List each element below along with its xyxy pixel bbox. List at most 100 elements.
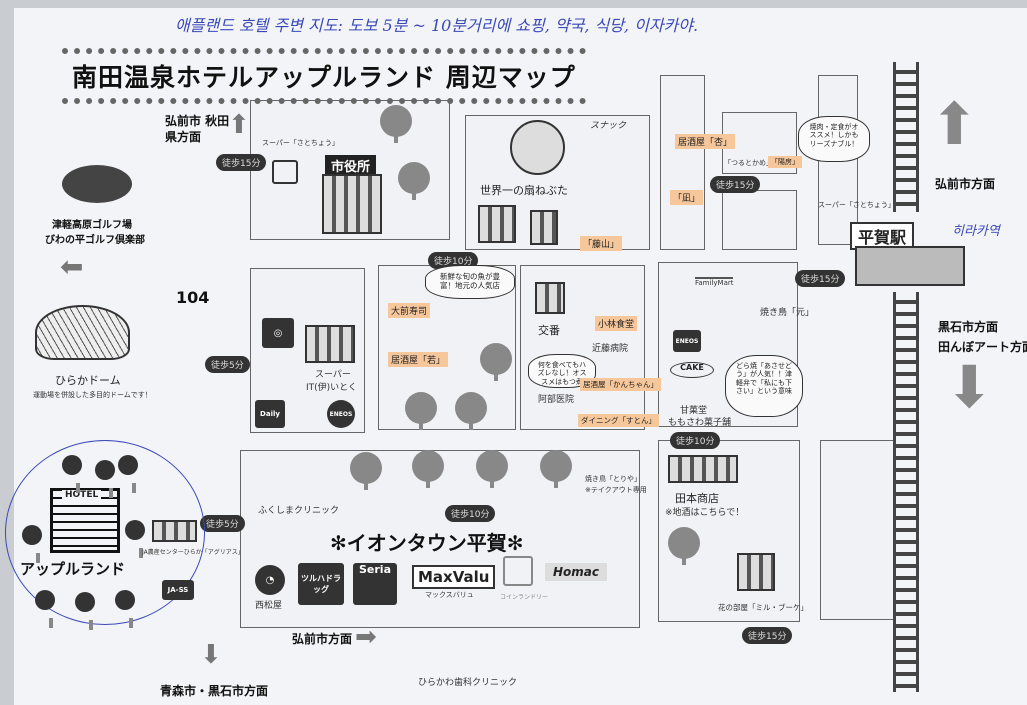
super-label: スーパー xyxy=(315,370,351,380)
ja-ss-logo: JA-SS xyxy=(162,580,194,600)
kanchan-label: 居酒屋「かんちゃん」 xyxy=(580,378,661,391)
tree-icon xyxy=(62,455,82,493)
hotel-circle-annotation xyxy=(5,440,205,625)
torinoya-label: 焼き鳥「とりや」 xyxy=(585,475,641,483)
railway-track-north xyxy=(893,62,919,212)
fukushima-clinic-label: ふくしまクリニック xyxy=(258,506,340,516)
direction-hirosaki-right: 弘前市方面 xyxy=(935,177,996,191)
tree-icon xyxy=(75,592,95,630)
nishimatsuya-label: 西松屋 xyxy=(255,601,283,611)
walk-time-badge: 徒歩5分 xyxy=(200,515,245,532)
eneos-logo: ENEOS xyxy=(327,400,355,428)
hotel-sign: HOTEL xyxy=(62,490,102,500)
arrow-left-icon: ⬅ xyxy=(60,250,84,283)
block-east xyxy=(820,440,900,620)
dome-icon xyxy=(35,305,130,360)
direction-hirosaki-akita: 弘前市 秋田県方面 xyxy=(165,114,230,144)
walk-time-badge: 徒歩10分 xyxy=(445,505,496,522)
arrow-right-icon: ➡ xyxy=(355,622,377,652)
walk-time-badge: 徒歩5分 xyxy=(205,356,250,373)
city-hall-building-icon xyxy=(322,174,382,234)
momosawa-label-a: 甘菓堂 xyxy=(680,406,708,416)
dome-description: 運動場を併設した多目的ドームです！ xyxy=(33,391,152,399)
tree-icon xyxy=(668,527,700,565)
eneos-logo: ENEOS xyxy=(673,330,701,352)
block-narrow xyxy=(660,75,705,250)
laundry-label: コインランドリー xyxy=(500,594,549,601)
tree-icon xyxy=(95,460,115,498)
torinoya-note: ※テイクアウト専用 xyxy=(585,486,647,494)
tree-icon xyxy=(125,520,145,558)
tree-icon xyxy=(350,452,382,490)
laundry-icon xyxy=(503,556,533,586)
nagi-label: 「凪」 xyxy=(670,190,704,205)
tree-icon xyxy=(455,392,487,430)
direction-kuroishi: 黒石市方面 xyxy=(938,320,999,334)
sushi-label: 大前寿司 xyxy=(388,303,431,318)
golf-club-label: びわの平ゴルフ倶楽部 xyxy=(45,235,145,246)
arrow-down-icon: ⬇ xyxy=(945,353,994,421)
arrow-up-icon: ⬆ xyxy=(930,90,979,158)
block-empty xyxy=(722,190,797,250)
block-aeon xyxy=(240,450,640,628)
kondo-label: 近藤病院 xyxy=(592,344,629,354)
maxvalu-logo: MaxValu xyxy=(412,565,496,589)
sushi-speech-bubble: 新鮮な旬の魚が豊富！地元の人気店 xyxy=(425,265,515,299)
direction-hirosaki-bottom: 弘前市方面 xyxy=(292,632,353,646)
walk-time-badge: 徒歩15分 xyxy=(795,270,846,287)
tree-icon xyxy=(22,525,42,563)
itoku-label: IT(伊)いとく xyxy=(306,383,357,393)
koban-label: 交番 xyxy=(538,324,560,337)
tamoto-shop-icon xyxy=(668,455,738,483)
aeon-town-label: ✻イオンタウン平賀✻ xyxy=(330,531,524,555)
tree-icon xyxy=(480,343,512,381)
suton-label: ダイニング「すとん」 xyxy=(578,414,659,427)
arrow-down-small-icon: ⬇ xyxy=(200,640,222,670)
map-title: 南田温泉ホテルアップルランド 周辺マップ xyxy=(62,48,586,104)
tamoto-note: ※地酒はこちらで！ xyxy=(665,508,745,518)
post-office-icon xyxy=(478,205,516,243)
tree-icon xyxy=(540,450,572,488)
nishimatsuya-logo: ◔ xyxy=(255,565,285,595)
station-building-icon xyxy=(855,246,965,286)
yakitori-gen-label: 焼き鳥「元」 xyxy=(760,308,815,318)
pharmacy-icon xyxy=(272,160,298,184)
flower-shop-label: 花の部屋「ミル・ブーケ」 xyxy=(718,603,808,612)
tsuruha-logo: ツルハドラッグ xyxy=(298,563,344,605)
teishoku-speech-bubble: 焼肉・定食がオススメ！しかもリーズナブル！ xyxy=(798,116,870,162)
tree-icon xyxy=(412,450,444,488)
tree-icon xyxy=(115,590,135,628)
maxvalu-kana: マックスバリュ xyxy=(425,591,474,599)
izakaya-an-label: 居酒屋「杏」 xyxy=(675,134,736,149)
railway-track-south xyxy=(893,292,919,692)
station-korean-note: 히라카역 xyxy=(952,224,1000,239)
satocho-label: スーパー「さとちょう」 xyxy=(262,139,339,147)
korean-note: 애플랜드 호텔 주변 지도: 도보 5분 ~ 10분거리에 쇼핑, 약국, 식당… xyxy=(175,16,699,35)
walk-time-badge: 徒歩15分 xyxy=(742,627,793,644)
abe-label: 阿部医院 xyxy=(538,395,575,405)
momosawa-label-b: ももさわ菓子舗 xyxy=(668,418,732,428)
dorayaki-speech-bubble: どら焼「あさせどう」が人気！！津軽弁で「私にも下さい」という意味 xyxy=(725,355,803,417)
tamoto-label: 田本商店 xyxy=(675,492,719,505)
dental-clinic-label: ひらかわ歯科クリニック xyxy=(418,678,518,688)
golf-course-label: 津軽高原ゴルフ場 xyxy=(52,220,132,231)
snack-note: スナック xyxy=(590,121,627,131)
golf-course-icon xyxy=(62,165,132,203)
tree-icon xyxy=(380,105,412,143)
daily-logo: Daily xyxy=(255,400,285,428)
walk-time-badge: 徒歩15分 xyxy=(710,176,761,193)
koban-building-icon xyxy=(535,282,565,314)
tsurutokame-label: 「つるとかめ」 xyxy=(724,159,773,167)
familymart-label: FamilyMart xyxy=(695,277,734,287)
seria-logo: Seria xyxy=(353,563,397,605)
bank-logo: ◎ xyxy=(262,318,294,348)
tree-icon xyxy=(118,455,138,493)
tree-icon xyxy=(405,392,437,430)
satocho-2-label: スーパー「さとちょう」 xyxy=(818,201,895,209)
ten-four-logo: 104 xyxy=(176,288,210,307)
walk-time-badge: 徒歩10分 xyxy=(428,252,479,269)
direction-tanbo-art: 田んぼアート方面 xyxy=(938,340,1027,354)
flower-shop-icon xyxy=(737,553,775,591)
cake-shop-sign: CAKE xyxy=(670,362,714,378)
agrias-label: JA農産センターひらか「アグリアス」 xyxy=(142,549,244,556)
